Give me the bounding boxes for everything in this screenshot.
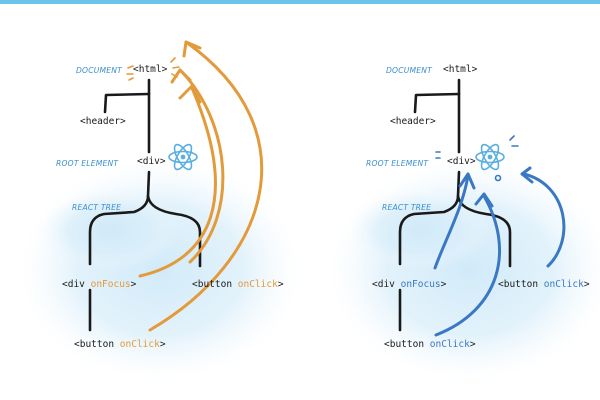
left-react-logo-icon [168, 143, 198, 171]
left-button-bottom-event: onClick [119, 339, 160, 350]
left-div-split [88, 170, 151, 266]
right-arrow-to-button-bottom [434, 194, 501, 337]
left-arrow-from-button-right [178, 68, 225, 264]
left-root-element-label: ROOT ELEMENT [56, 159, 119, 168]
left-header-branch [103, 92, 151, 114]
right-div-onfocus-close: > [440, 279, 447, 290]
left-document-label: DOCUMENT [76, 66, 122, 75]
left-div-onfocus-tag: <div [62, 279, 91, 290]
left-bubbling-arrows [138, 40, 264, 332]
right-button-bottom-event: onClick [429, 339, 470, 350]
right-button-right-close: > [583, 279, 590, 290]
left-arrow-from-div-focus [138, 86, 217, 278]
right-button-bottom-node: <button onClick> [384, 339, 476, 351]
left-button-bottom-tag: <button [74, 339, 120, 350]
right-root-sparkle-icon [435, 135, 519, 182]
right-capturing-arrows [433, 172, 566, 337]
top-accent-bar [0, 0, 600, 4]
left-button-bottom-node: <button onClick> [74, 339, 166, 351]
left-div-onfocus-node: <div onFocus> [62, 279, 136, 291]
right-button-right-tag: <button [498, 279, 544, 290]
right-div-onfocus-tag: <div [372, 279, 401, 290]
right-arrow-to-button-right [522, 172, 566, 268]
left-button-right-node: <button onClick> [192, 279, 284, 291]
right-header-branch [413, 92, 461, 114]
right-arrowheads [458, 166, 534, 208]
right-html-tag: <html> [443, 64, 478, 75]
left-div-onfocus-close: > [130, 279, 137, 290]
left-header-tag: <header> [80, 116, 126, 127]
left-panel-art [20, 40, 300, 380]
left-div-right [146, 194, 202, 268]
right-div-tag: <div> [447, 156, 476, 167]
right-button-bottom-tag: <button [384, 339, 430, 350]
left-button-right-close: > [277, 279, 284, 290]
right-div-split [398, 170, 461, 266]
left-tree-lines [88, 78, 202, 332]
right-document-label: DOCUMENT [386, 66, 432, 75]
left-react-wash-2 [40, 190, 180, 270]
left-react-tree-label: REACT TREE [72, 203, 122, 212]
left-arrowheads [170, 40, 202, 104]
left-button-bottom-close: > [159, 339, 166, 350]
left-div-tag: <div> [137, 156, 166, 167]
left-arrow-from-button-bottom [148, 40, 264, 332]
right-root-element-label: ROOT ELEMENT [366, 159, 429, 168]
right-div-onfocus-node: <div onFocus> [372, 279, 446, 291]
right-react-tree-label: REACT TREE [382, 203, 432, 212]
left-button-right-event: onClick [237, 279, 278, 290]
right-button-right-node: <button onClick> [498, 279, 590, 291]
right-button-bottom-close: > [469, 339, 476, 350]
right-div-onfocus-event: onFocus [400, 279, 441, 290]
right-arrow-to-div-focus [433, 174, 470, 270]
right-react-wash-2 [350, 190, 490, 270]
right-react-logo-icon [475, 143, 505, 171]
left-html-tag: <html> [133, 64, 168, 75]
right-button-right-event: onClick [543, 279, 584, 290]
left-div-onfocus-event: onFocus [90, 279, 131, 290]
left-button-right-tag: <button [192, 279, 238, 290]
right-panel-art [330, 78, 600, 380]
right-header-tag: <header> [390, 116, 436, 127]
